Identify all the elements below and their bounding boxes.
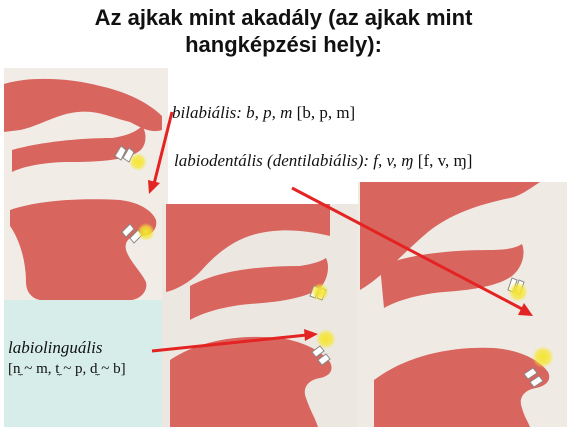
label-bilabial-ipa: [b, p, m] bbox=[297, 103, 356, 122]
label-labiolingual-term: labiolinguális bbox=[8, 338, 102, 357]
label-labiolingual: labiolinguális bbox=[8, 338, 102, 358]
bilabial-head-lower bbox=[10, 199, 156, 300]
label-bilabial-term: bilabiális: b, p, m bbox=[172, 103, 292, 122]
label-labiodental-ipa: [f, v, ɱ] bbox=[418, 151, 473, 170]
label-bilabial: bilabiális: b, p, m [b, p, m] bbox=[172, 103, 355, 123]
arrow-head-bilabial bbox=[148, 180, 160, 194]
label-labiodental: labiodentális (dentilabiális): f, v, ɱ [… bbox=[174, 151, 472, 171]
label-labiodental-term: labiodentális (dentilabiális): f, v, ɱ bbox=[174, 151, 414, 170]
arrow-head-labiolingual bbox=[304, 329, 318, 341]
label-labiolingual-ipa: [n̼ ~ m, t̼ ~ p, d̼ ~ b] bbox=[8, 361, 126, 377]
labiolingual-head bbox=[166, 204, 336, 427]
label-labiolingual-ipa-row: [n̼ ~ m, t̼ ~ p, d̼ ~ b] bbox=[8, 361, 126, 378]
bilabial-head-upper bbox=[4, 79, 162, 172]
